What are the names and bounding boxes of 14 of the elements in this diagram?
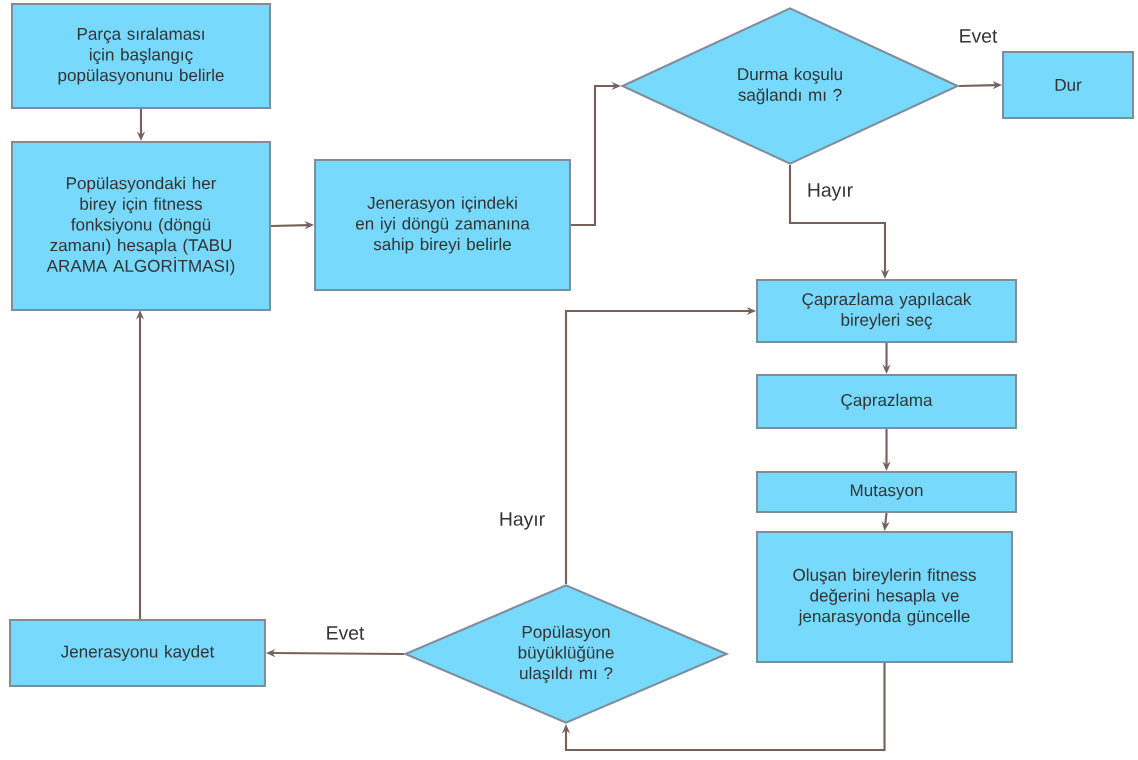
process-box: Jenerasyon içindeki en iyi döngü zamanına sahip bireyi belirle — [314, 159, 571, 291]
process-box: Popülasyondaki her birey için fitness fonksiyonu (döngü zamanı) hesapla (TABU ARAMA ALGORİTMASI) — [11, 141, 271, 311]
process-box: Parça sıralaması için başlangıç popülasyonunu belirle — [11, 3, 271, 109]
edge-label: Evet — [957, 27, 999, 45]
arrow — [561, 663, 886, 752]
process-box: Çaprazlama — [756, 373, 1017, 430]
process-box: Mutasyon — [756, 471, 1017, 513]
edge-label: Hayır — [497, 511, 547, 531]
edge-label: Hayır — [805, 182, 855, 202]
edge-label: Evet — [324, 624, 366, 642]
process-box: Oluşan bireylerin fitness değerini hesapla ve jenarasyonda güncelle — [756, 531, 1013, 663]
process-box: Çaprazlama yapılacak bireyleri seç — [756, 279, 1017, 343]
process-box: Dur — [1002, 51, 1134, 119]
process-box: Jenerasyonu kaydet — [9, 619, 266, 687]
